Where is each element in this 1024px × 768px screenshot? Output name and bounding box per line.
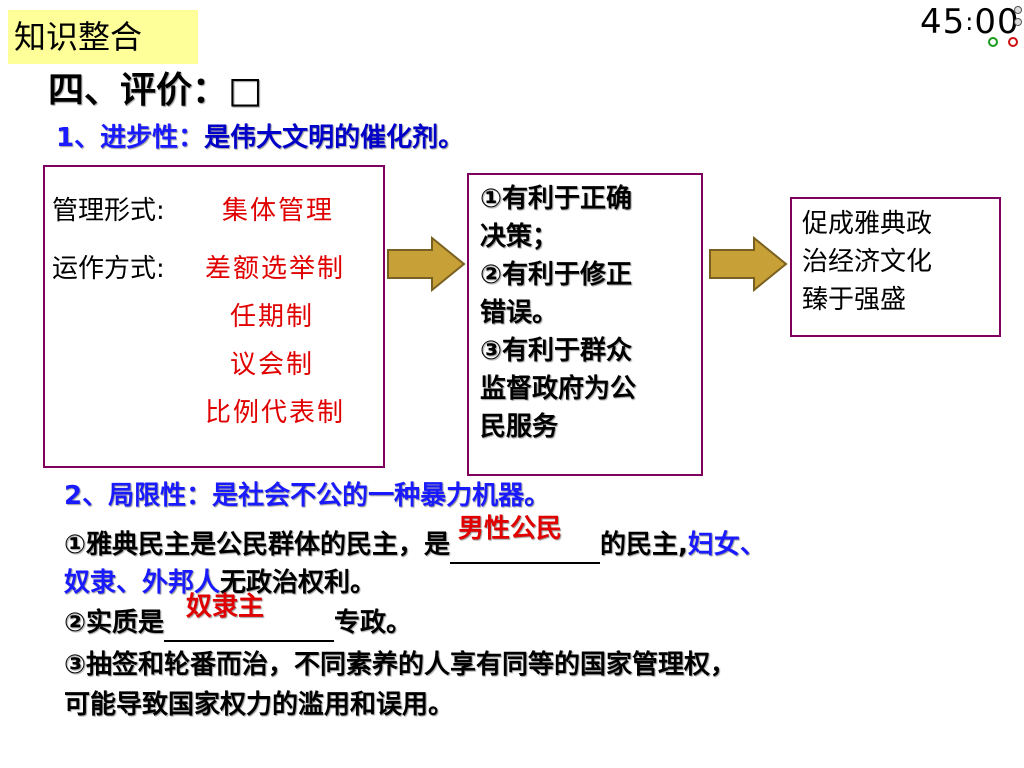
point-1-blue-1: 妇女、 [687,530,766,560]
point-3-line-2: 可能导致国家权力的滥用和误用。 [64,690,455,720]
point-1-line-1: ①雅典民主是公民群体的民主，是男性公民的民主,妇女、 [64,514,766,564]
benefit-line: ③有利于群众 [480,336,633,366]
benefits-box [467,173,703,476]
countdown-timer: 45:00 [920,2,1020,42]
benefit-line: 错误。 [480,298,559,328]
right-arrow-icon [709,236,788,292]
timer-settings-icon[interactable] [1014,6,1022,14]
right-arrow-icon [387,236,466,292]
limitation-text: 是社会不公的一种暴力机器。 [212,481,551,511]
answer-1: 男性公民 [458,514,563,544]
outcome-line: 治经济文化 [802,247,933,277]
limitation-prefix: 2、局限性： [64,481,213,511]
point-2-pre: ②实质是 [64,608,165,638]
answer-2: 奴隶主 [186,592,265,622]
benefit-line: 民服务 [480,412,559,442]
point-2-line: ②实质是奴隶主专政。 [64,592,413,642]
op-value-1: 差额选举制 [205,254,346,284]
institution-box [43,165,385,468]
section-badge: 知识整合 [8,10,198,64]
outcome-line: 臻于强盛 [802,285,907,315]
mgmt-value: 集体管理 [222,196,335,226]
timer-settings-icon-2[interactable] [1014,18,1022,26]
timer-seconds: 00 [974,2,1020,42]
op-value-2: 任期制 [230,302,315,332]
mgmt-label: 管理形式: [52,196,165,226]
point-1-blue-2: 奴隶、外邦人 [64,568,221,598]
outcome-box [790,197,1001,337]
op-label: 运作方式: [52,254,165,284]
limitation-line: 2、局限性：是社会不公的一种暴力机器。 [64,478,550,514]
benefits-text: ①有利于正确 决策； ②有利于修正 错误。 ③有利于群众 监督政府为公 民服务 [480,180,695,446]
outcome-line: 促成雅典政 [802,209,933,239]
progress-prefix: 1、进步性： [56,123,205,153]
timer-separator: : [965,8,975,36]
point-1-post: 的民主, [600,530,688,560]
point-3-line-1: ③抽签和轮番而治，不同素养的人享有同等的国家管理权， [64,650,737,680]
blank-2: 奴隶主 [164,592,335,642]
point-1-tail: 无政治权利。 [220,568,377,598]
point-1-line-2: 奴隶、外邦人无政治权利。 [64,564,376,602]
benefit-line: ②有利于修正 [480,260,633,290]
point-2-post: 专政。 [334,608,413,638]
timer-stop-icon[interactable] [1008,37,1018,47]
progress-line: 1、进步性：是伟大文明的催化剂。 [56,120,464,156]
timer-minutes: 45 [920,2,966,42]
page-heading: 四、评价：□ [48,70,263,111]
section-badge-label: 知识整合 [14,18,143,56]
op-value-4: 比例代表制 [205,398,346,428]
point-1-pre: ①雅典民主是公民群体的民主，是 [64,530,451,560]
progress-text: 是伟大文明的催化剂。 [204,123,465,153]
benefit-line: 决策； [480,222,559,252]
blank-1: 男性公民 [450,514,601,564]
benefit-line: ①有利于正确 [480,184,633,214]
outcome-text: 促成雅典政 治经济文化 臻于强盛 [802,205,994,319]
benefit-line: 监督政府为公 [480,374,637,404]
timer-start-icon[interactable] [988,37,998,47]
op-value-3: 议会制 [230,350,315,380]
